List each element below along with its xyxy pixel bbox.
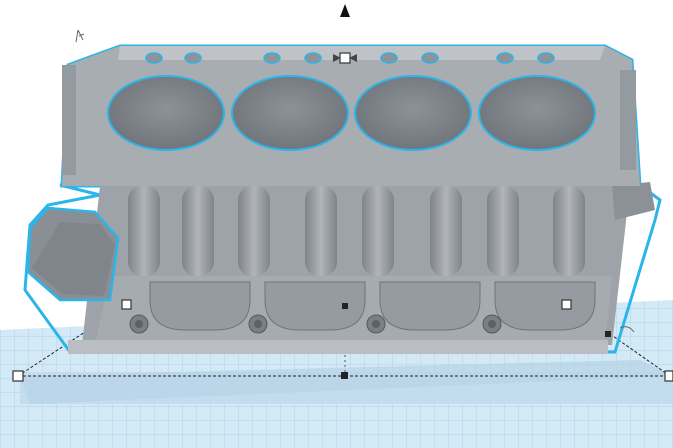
rotate-arrow-icon[interactable] (333, 54, 357, 62)
corner-handle-icon[interactable] (605, 331, 611, 337)
cursor-hint-icon (75, 29, 85, 43)
center-handle-icon[interactable] (342, 303, 348, 309)
scale-handle-icon[interactable] (12, 370, 24, 382)
cylinder-liners (128, 186, 585, 276)
hex-plug (26, 206, 120, 302)
object-shadow (20, 360, 673, 404)
cylinder-bores (107, 75, 596, 151)
head-ports (145, 52, 555, 64)
scale-handle-icon[interactable] (561, 299, 572, 310)
scale-handle-icon[interactable] (339, 52, 351, 64)
engine-block[interactable] (23, 44, 662, 354)
scale-handle-icon[interactable] (121, 299, 132, 310)
bolts (129, 314, 502, 334)
lift-cone-icon[interactable] (340, 4, 350, 17)
scale-handle-icon[interactable] (664, 370, 673, 382)
center-handle-icon[interactable] (341, 372, 348, 379)
transform-handles[interactable] (12, 4, 673, 382)
bearing-bays (149, 281, 596, 331)
rotate-arrow-icon[interactable] (619, 326, 635, 333)
